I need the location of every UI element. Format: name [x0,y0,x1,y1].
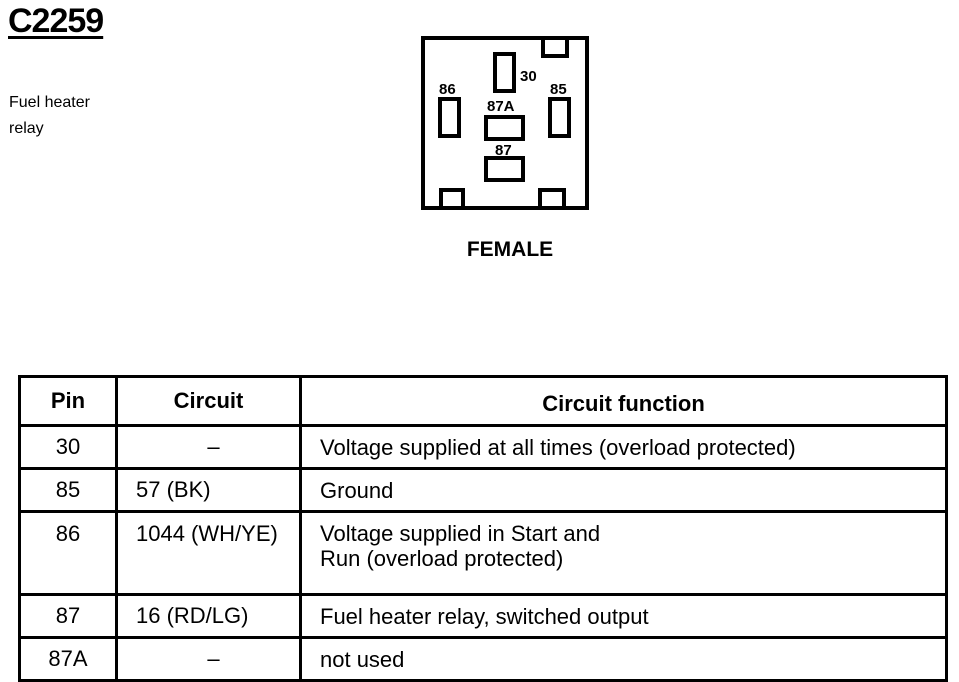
table-row: 30 – Voltage supplied at all times (over… [18,424,948,470]
housing-latch-top [541,36,569,58]
table-row: 86 1044 (WH/YE) Voltage supplied in Star… [18,510,948,596]
pin-cell: 86 [18,510,118,596]
terminal-label-86: 86 [439,81,456,98]
terminal-label-85: 85 [550,81,567,98]
function-cell: Ground [299,467,948,513]
terminal-30-cavity [493,52,516,93]
housing-foot-left [439,188,465,210]
pinout-table: Pin Circuit Circuit function 30 – Voltag… [18,375,948,682]
connector-description: Fuel heater relay [9,94,90,137]
pin-cell: 87 [18,593,118,639]
table-row: 87A – not used [18,636,948,682]
header-pin: Pin [18,375,118,427]
header-circuit-function: Circuit function [299,375,948,427]
pin-cell: 85 [18,467,118,513]
function-cell: Voltage supplied at all times (overload … [299,424,948,470]
circuit-cell: – [115,636,302,682]
circuit-cell: 57 (BK) [115,467,302,513]
pin-cell: 87A [18,636,118,682]
circuit-cell: – [115,424,302,470]
housing-foot-right [538,188,566,210]
table-header-row: Pin Circuit Circuit function [18,375,948,427]
circuit-cell: 16 (RD/LG) [115,593,302,639]
circuit-cell: 1044 (WH/YE) [115,510,302,596]
pin-cell: 30 [18,424,118,470]
function-line: Run (overload protected) [320,546,564,571]
terminal-87-cavity [484,156,525,182]
terminal-label-87A: 87A [487,98,515,115]
function-line: Voltage supplied in Start and [320,521,601,546]
function-cell: not used [299,636,948,682]
table-row: 85 57 (BK) Ground [18,467,948,513]
connector-id: C2259 [8,2,104,40]
function-cell: Fuel heater relay, switched output [299,593,948,639]
table-row: 87 16 (RD/LG) Fuel heater relay, switche… [18,593,948,639]
connector-view-label: FEMALE [466,238,554,261]
connector-housing [421,36,589,210]
terminal-label-87: 87 [495,142,512,159]
terminal-87A-cavity [484,115,525,141]
connector-face-diagram: 30 86 87A 85 87 [421,36,589,210]
terminal-85-cavity [548,97,571,138]
terminal-86-cavity [438,97,461,138]
terminal-label-30: 30 [520,68,537,85]
header-circuit: Circuit [115,375,302,427]
